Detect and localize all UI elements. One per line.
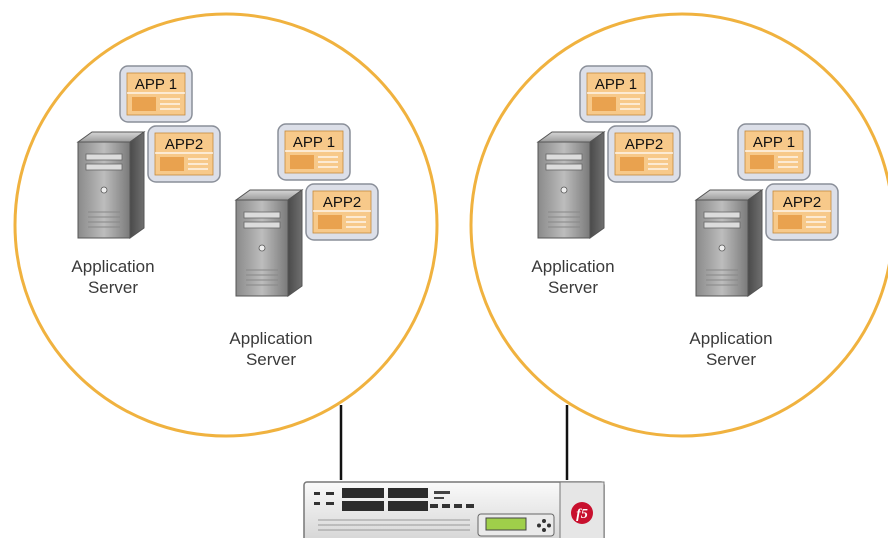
app-label: APP2 [165,136,203,153]
load-balancer-device: f5 [303,481,605,543]
server-tower-icon [234,189,304,297]
app-window-icon: APP2 [607,125,681,183]
app-label: APP 1 [293,134,335,151]
server-label-line: Application [689,329,773,348]
server-label-line: Application [229,329,313,348]
application-server: APP 1 APP2 [76,65,221,239]
app-window-icon: APP 1 [119,65,193,123]
app-window-icon: APP2 [305,183,379,241]
cluster-circle [13,12,439,438]
app-label: APP 1 [135,76,177,93]
server-tower-icon [694,189,764,297]
application-server: APP 1 APP2 [694,123,839,297]
app-label: APP 1 [595,76,637,93]
server-label-line: Server [547,278,599,297]
f5-logo-text: f5 [576,507,588,522]
app-window-icon: APP2 [765,183,839,241]
server-label-line: Application [531,257,615,276]
app-window-icon: APP 1 [737,123,811,181]
application-server: APP 1 APP2 [536,65,681,239]
app-window-icon: APP 1 [579,65,653,123]
f5-logo-icon [571,502,593,524]
app-label: APP2 [783,194,821,211]
nav-pad-icon [537,519,551,532]
application-server: APP 1 APP2 [234,123,379,297]
server-tower-icon [536,131,606,239]
app-label: APP2 [625,136,663,153]
server-label-line: Server [705,350,757,369]
cluster-circle [469,12,888,438]
app-window-icon: APP 1 [277,123,351,181]
app-window-icon: APP2 [147,125,221,183]
app-label: APP 1 [753,134,795,151]
lcd-display [485,517,527,531]
server-label-line: Server [245,350,297,369]
app-label: APP2 [323,194,361,211]
server-label-line: Application [71,257,155,276]
port-block-icon [342,488,428,511]
server-tower-icon [76,131,146,239]
server-label-line: Server [87,278,139,297]
